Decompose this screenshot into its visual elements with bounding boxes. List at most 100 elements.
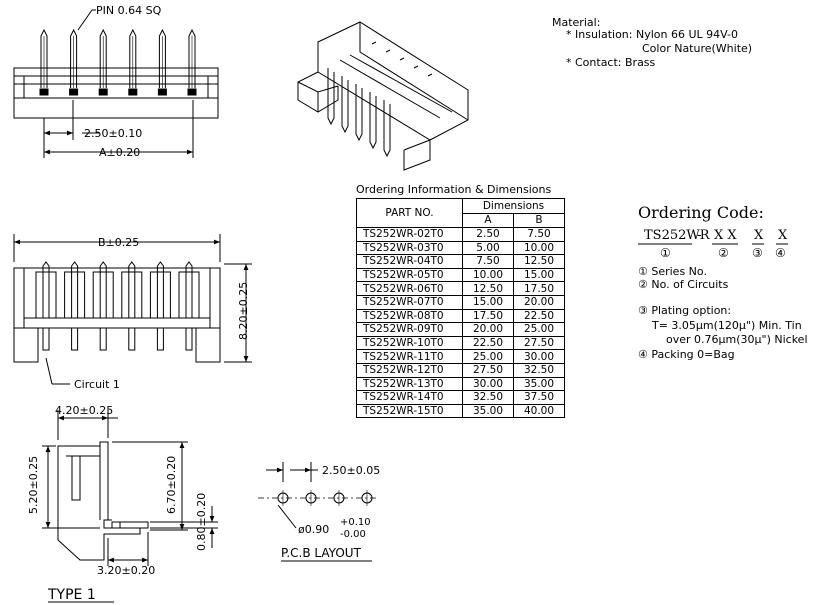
pcb-title: P.C.B LAYOUT — [281, 546, 361, 560]
ordering-code-x4: X — [778, 228, 788, 243]
code-series: ① Series No. — [638, 265, 707, 278]
dim-b-cell: 37.50 — [513, 390, 565, 405]
type-label: TYPE 1 — [48, 587, 96, 603]
mid-pin — [92, 261, 114, 351]
dim-b-cell: 12.50 — [513, 254, 565, 269]
top-front-view — [13, 9, 219, 158]
ordering-code-part: TS252WR — [644, 228, 710, 243]
iso-pin — [341, 76, 349, 134]
iso-pin — [327, 68, 335, 126]
part-no-cell: TS252WR-14T0 — [356, 390, 463, 405]
dim-mid-b: B±0.25 — [98, 236, 140, 249]
dim-a-cell: 17.50 — [462, 308, 514, 324]
dim-a-cell: 32.50 — [462, 390, 514, 405]
ordering-code-xx: X X — [714, 228, 737, 243]
top-pin — [157, 28, 167, 96]
dim-a-cell: 30.00 — [462, 376, 514, 392]
mid-pin — [64, 261, 86, 351]
dim-a-cell: 25.00 — [462, 349, 514, 364]
mid-pin — [35, 261, 57, 351]
top-pin — [69, 28, 79, 96]
pin-label: PIN 0.64 SQ — [96, 4, 162, 17]
pcb-pitch: 2.50±0.05 — [322, 464, 381, 477]
top-pin — [128, 28, 138, 96]
ordering-code-title: Ordering Code: — [638, 203, 764, 222]
dim-b-cell: 32.50 — [513, 362, 565, 378]
part-no-cell: TS252WR-13T0 — [356, 376, 463, 392]
dim-b-cell: 35.00 — [513, 376, 565, 392]
dim-a-cell: 22.50 — [462, 335, 514, 351]
dim-a-cell: 15.00 — [462, 294, 514, 310]
ordering-code-circle-2: ② — [718, 246, 729, 260]
dim-side-080: 0.80±0.20 — [195, 492, 208, 551]
part-no-cell: TS252WR-10T0 — [356, 335, 463, 351]
top-pin — [187, 28, 197, 96]
iso-pin — [355, 84, 363, 142]
pcb-layout — [258, 462, 378, 529]
ordering-code-circle-1: ① — [660, 246, 671, 260]
material-contact: * Contact: Brass — [566, 56, 656, 69]
part-no-cell: TS252WR-04T0 — [356, 254, 463, 269]
dim-a-cell: 10.00 — [462, 267, 514, 283]
dim-b-cell: 25.00 — [513, 322, 565, 337]
code-packing: ④ Packing 0=Bag — [638, 348, 735, 361]
header-b: B — [513, 212, 565, 228]
ordering-code-circle-4: ④ — [775, 246, 786, 260]
pcb-tol-plus: +0.10 — [340, 517, 371, 528]
part-no-cell: TS252WR-07T0 — [356, 294, 463, 310]
dim-a-cell: 20.00 — [462, 322, 514, 337]
header-part: PART NO. — [356, 198, 463, 228]
dim-a-cell: 2.50 — [462, 227, 514, 242]
dim-mid-height: 8.20±0.25 — [237, 281, 250, 340]
circuit-label: Circuit 1 — [74, 378, 120, 391]
dim-a-cell: 27.50 — [462, 362, 514, 378]
dim-side-width: 4.20±0.25 — [55, 404, 114, 417]
dim-b-cell: 17.50 — [513, 281, 565, 296]
dim-side-670: 6.70±0.20 — [165, 455, 178, 514]
part-no-cell: TS252WR-08T0 — [356, 308, 463, 324]
code-plating-tin: T= 3.05μm(120μ") Min. Tin — [652, 319, 802, 332]
part-no-cell: TS252WR-12T0 — [356, 362, 463, 378]
dim-b-cell: 7.50 — [513, 227, 565, 242]
mid-pin — [178, 261, 200, 351]
side-view — [42, 410, 218, 566]
part-no-cell: TS252WR-09T0 — [356, 322, 463, 337]
part-no-cell: TS252WR-06T0 — [356, 281, 463, 296]
part-no-cell: TS252WR-02T0 — [356, 227, 463, 242]
ordering-code-dash: - — [697, 228, 702, 243]
ordering-code-circle-3: ③ — [752, 246, 763, 260]
mid-pin — [121, 261, 143, 351]
dim-b-cell: 22.50 — [513, 308, 565, 324]
iso-pin — [383, 100, 391, 158]
mid-pin — [149, 261, 171, 351]
pcb-tol-minus: -0.00 — [340, 529, 366, 540]
part-no-cell: TS252WR-11T0 — [356, 349, 463, 364]
part-no-cell: TS252WR-05T0 — [356, 267, 463, 283]
material-heading: Material: — [552, 16, 601, 29]
dim-b-cell: 10.00 — [513, 240, 565, 256]
dim-b-cell: 27.50 — [513, 335, 565, 351]
code-plating-nickel: over 0.76μm(30μ") Nickel — [666, 333, 808, 346]
top-pin — [39, 28, 49, 96]
ordering-code-x3: X — [754, 228, 764, 243]
header-a: A — [462, 212, 514, 228]
iso-pin — [369, 92, 377, 150]
dim-a-cell: 7.50 — [462, 254, 514, 269]
pcb-hole: ø0.90 — [298, 523, 330, 536]
material-color: Color Nature(White) — [642, 42, 753, 55]
part-no-cell: TS252WR-03T0 — [356, 240, 463, 256]
